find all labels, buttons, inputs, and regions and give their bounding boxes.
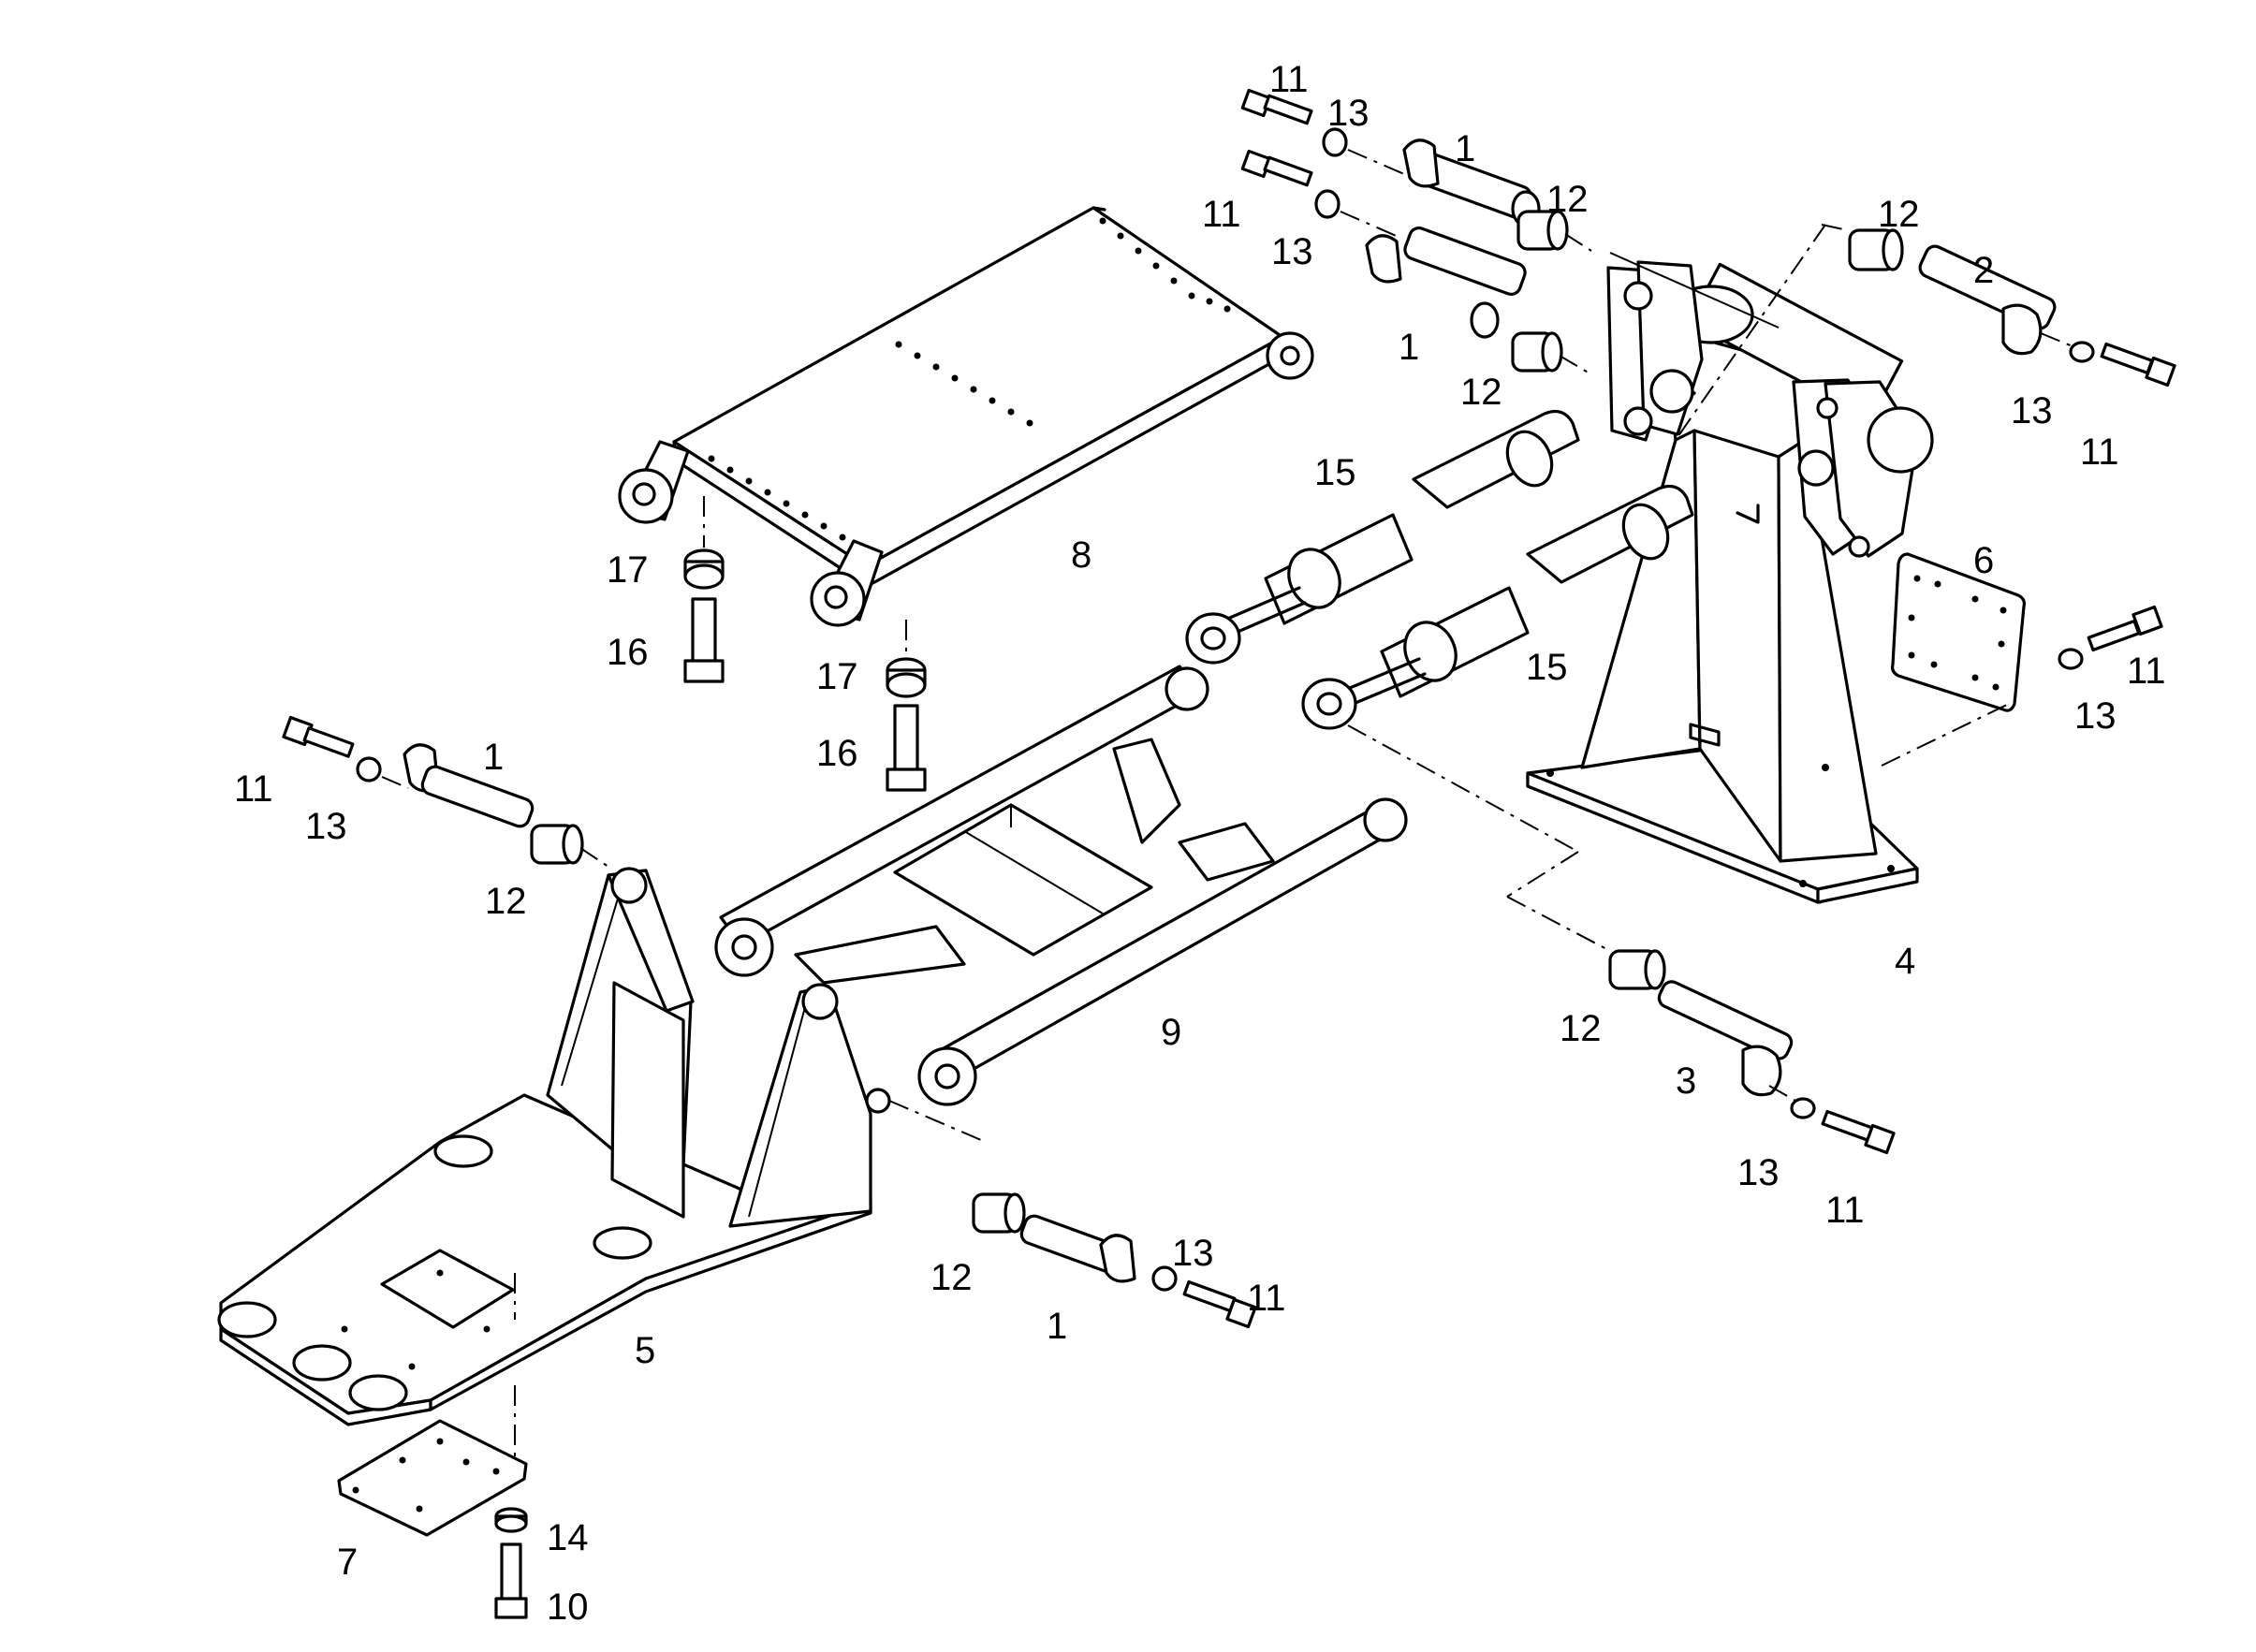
callout-label: 13 bbox=[1737, 1152, 1780, 1193]
callout-label: 11 bbox=[234, 768, 273, 810]
callout-label: 13 bbox=[1172, 1233, 1214, 1274]
callout-label: 10 bbox=[547, 1586, 589, 1628]
bolt-16-right bbox=[886, 620, 927, 792]
callout-label: 1 bbox=[1047, 1306, 1067, 1347]
part-plate-6 bbox=[1881, 552, 2163, 767]
callout-label: 13 bbox=[2011, 390, 2053, 431]
callout-label: 12 bbox=[930, 1257, 973, 1298]
callout-label: 11 bbox=[1825, 1190, 1865, 1231]
cylinder-15-upper bbox=[1185, 410, 1580, 665]
callout-label: 17 bbox=[816, 656, 858, 697]
base-fastener-right bbox=[972, 1192, 1257, 1329]
part-base-5 bbox=[217, 867, 982, 1460]
callout-label: 9 bbox=[1161, 1012, 1181, 1053]
callout-label: 15 bbox=[1526, 647, 1568, 688]
callout-label: 1 bbox=[1399, 327, 1419, 368]
callout-label: 5 bbox=[635, 1330, 655, 1371]
callout-label: 11 bbox=[1202, 194, 1241, 235]
callout-label: 14 bbox=[547, 1517, 589, 1558]
callout-label: 2 bbox=[1973, 250, 1994, 291]
callout-label: 7 bbox=[337, 1542, 358, 1583]
top-fastener-row-2 bbox=[1240, 149, 1527, 339]
callout-label: 16 bbox=[607, 632, 649, 673]
pin-3 bbox=[1608, 949, 1896, 1155]
cylinder-15-lower bbox=[1301, 485, 1694, 952]
callout-label: 12 bbox=[1460, 372, 1502, 413]
callout-label: 13 bbox=[1271, 231, 1313, 272]
platform-holes bbox=[708, 217, 1231, 541]
pin-2 bbox=[1918, 244, 2176, 387]
callout-label: 1 bbox=[1455, 128, 1475, 169]
callout-label: 11 bbox=[2080, 431, 2119, 473]
part-plate-7 bbox=[337, 1419, 528, 1619]
top-fastener-row-1 bbox=[1240, 88, 1541, 227]
callout-label: 1 bbox=[483, 737, 504, 778]
callout-label: 13 bbox=[1327, 93, 1370, 134]
callout-label: 11 bbox=[1247, 1278, 1286, 1319]
callout-label: 15 bbox=[1314, 452, 1356, 493]
callout-label: 16 bbox=[816, 733, 858, 774]
callout-label: 3 bbox=[1676, 1060, 1696, 1102]
callout-labels: 11 13 1 11 13 12 1 12 12 2 13 11 15 8 17… bbox=[234, 59, 2166, 1628]
callout-label: 12 bbox=[485, 881, 527, 922]
callout-label: 4 bbox=[1895, 941, 1915, 982]
callout-label: 12 bbox=[1560, 1008, 1602, 1049]
callout-label: 13 bbox=[2074, 695, 2117, 737]
part-platform bbox=[618, 206, 1314, 627]
base-fastener-left bbox=[282, 715, 609, 868]
callout-label: 17 bbox=[607, 549, 649, 591]
bolt-16-left bbox=[683, 496, 725, 683]
callout-label: 11 bbox=[1269, 59, 1309, 100]
part-frame-9 bbox=[714, 665, 1408, 1106]
callout-label: 12 bbox=[1878, 194, 1920, 235]
callout-label: 8 bbox=[1071, 534, 1091, 576]
callout-label: 12 bbox=[1546, 179, 1589, 220]
callout-label: 13 bbox=[305, 806, 347, 847]
callout-label: 11 bbox=[2127, 651, 2166, 692]
callout-label: 6 bbox=[1973, 540, 1994, 581]
bushings-12-top bbox=[1511, 210, 1904, 375]
